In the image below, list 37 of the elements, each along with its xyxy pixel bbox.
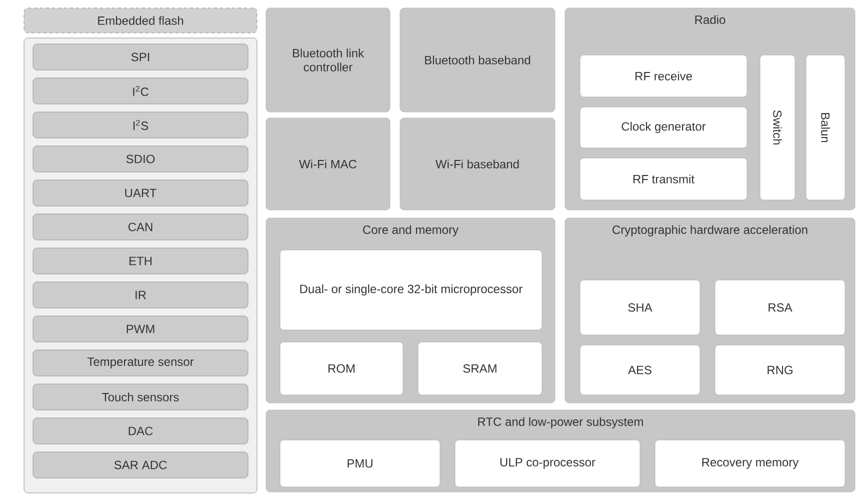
block-box: Recovery memory <box>654 440 846 488</box>
panel-heading: Radio <box>695 15 726 24</box>
block-box: ULP co-processor <box>454 440 640 488</box>
block-box: SHA <box>580 280 700 336</box>
peripheral-box: SDIO <box>32 146 248 172</box>
block-box: RNG <box>714 344 846 396</box>
panel-heading: Cryptographic hardware acceleration <box>612 225 808 236</box>
block-box: RSA <box>714 280 846 336</box>
block-box: PMU <box>280 440 440 488</box>
block-box: Wi-Fi MAC <box>266 118 390 210</box>
peripheral-box: I$^{2}$C <box>32 78 248 104</box>
block-box: Wi-Fi baseband <box>400 118 556 210</box>
block-box: SRAM <box>418 342 542 396</box>
peripheral-box: CAN <box>32 214 248 240</box>
peripheral-box: ETH <box>32 248 248 274</box>
block-box: Bluetooth baseband <box>400 8 556 112</box>
flash-box: Embedded flash <box>24 8 258 34</box>
block-box: Switch <box>760 54 796 200</box>
peripheral-box: Touch sensors <box>32 384 248 410</box>
peripheral-box: DAC <box>32 418 248 444</box>
block-box: Clock generator <box>580 106 748 148</box>
peripheral-box: IR <box>32 282 248 308</box>
block-box: RF transmit <box>580 158 748 200</box>
panel-heading: RTC and low-power subsystem <box>478 417 643 428</box>
block-box: Bluetooth link controller <box>266 8 390 112</box>
peripheral-box: UART <box>32 180 248 206</box>
peripheral-box: PWM <box>32 316 248 342</box>
peripheral-box: SAR ADC <box>32 452 248 478</box>
panel-heading: Core and memory <box>363 225 458 236</box>
block-box: Balun <box>806 54 846 200</box>
block-box: AES <box>580 344 700 396</box>
block-box: Dual- or single-core 32-bit microprocessor <box>280 250 542 330</box>
peripheral-box: SPI <box>32 44 248 70</box>
peripheral-box: I$^{2}$S <box>32 112 248 138</box>
peripheral-box: Temperature sensor <box>32 350 248 376</box>
block-box: RF receive <box>580 54 748 98</box>
block-box: ROM <box>280 342 404 396</box>
